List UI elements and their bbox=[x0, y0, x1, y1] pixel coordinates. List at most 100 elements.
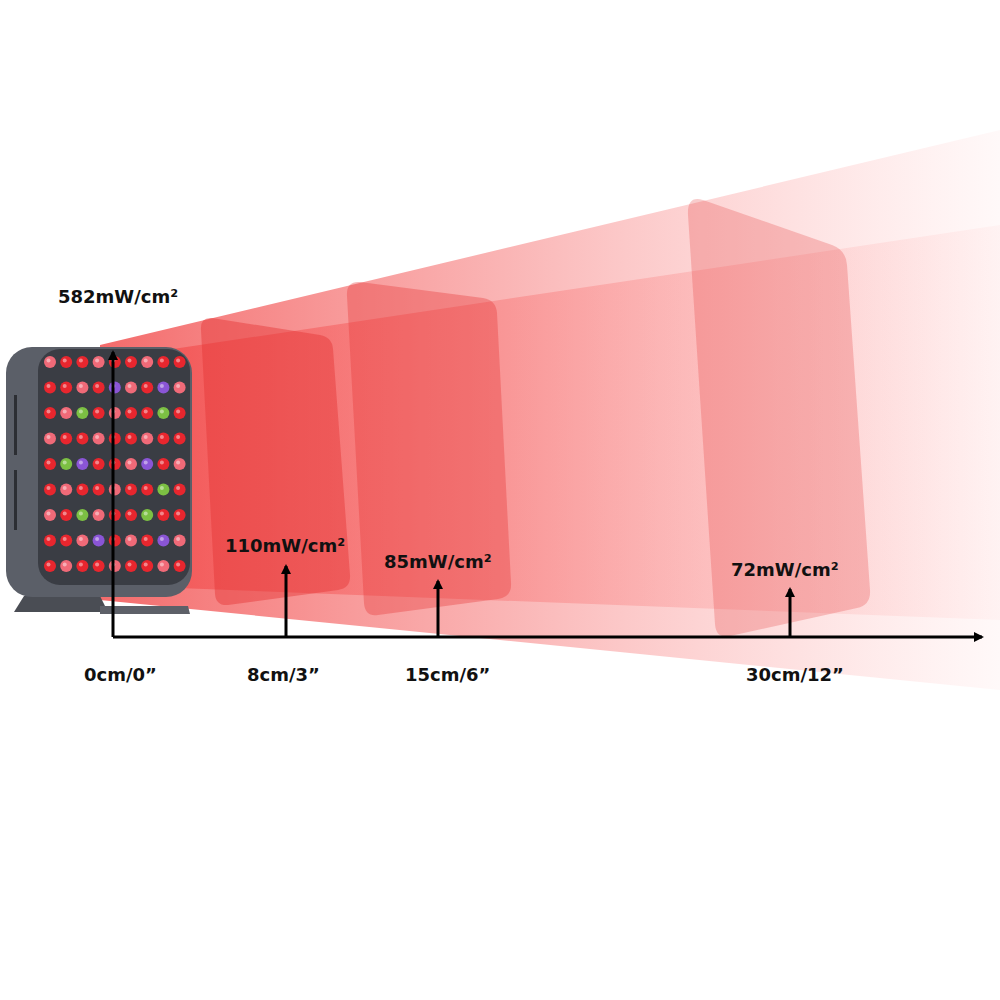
led bbox=[76, 356, 88, 368]
led-highlight bbox=[160, 512, 164, 516]
led bbox=[174, 382, 186, 394]
led-highlight bbox=[176, 537, 180, 541]
led bbox=[93, 484, 105, 496]
led-highlight bbox=[160, 461, 164, 465]
led-highlight bbox=[79, 563, 83, 567]
led-highlight bbox=[63, 384, 67, 388]
led bbox=[125, 382, 137, 394]
led bbox=[141, 509, 153, 521]
led-highlight bbox=[79, 359, 83, 363]
led-highlight bbox=[128, 359, 132, 363]
led bbox=[44, 458, 56, 470]
led-highlight bbox=[176, 435, 180, 439]
led-highlight bbox=[47, 435, 51, 439]
led-highlight bbox=[144, 537, 148, 541]
led bbox=[76, 458, 88, 470]
led-highlight bbox=[95, 384, 99, 388]
led bbox=[93, 509, 105, 521]
led-highlight bbox=[176, 410, 180, 414]
distance-label: 0cm/0” bbox=[84, 664, 157, 686]
led bbox=[44, 535, 56, 547]
led bbox=[60, 484, 72, 496]
led bbox=[157, 458, 169, 470]
led-highlight bbox=[160, 537, 164, 541]
led bbox=[174, 356, 186, 368]
led-highlight bbox=[128, 563, 132, 567]
led bbox=[60, 560, 72, 572]
led bbox=[125, 458, 137, 470]
led-highlight bbox=[95, 537, 99, 541]
led bbox=[93, 535, 105, 547]
led bbox=[157, 560, 169, 572]
led bbox=[141, 407, 153, 419]
led-highlight bbox=[160, 563, 164, 567]
led-highlight bbox=[160, 410, 164, 414]
led-highlight bbox=[176, 461, 180, 465]
led-highlight bbox=[144, 461, 148, 465]
led-highlight bbox=[128, 512, 132, 516]
led bbox=[174, 458, 186, 470]
led bbox=[141, 535, 153, 547]
distance-label: 8cm/3” bbox=[247, 664, 320, 686]
led-highlight bbox=[144, 563, 148, 567]
led bbox=[109, 356, 121, 368]
led bbox=[174, 484, 186, 496]
led-highlight bbox=[144, 435, 148, 439]
led-highlight bbox=[128, 486, 132, 490]
led bbox=[76, 560, 88, 572]
led-highlight bbox=[79, 512, 83, 516]
led-highlight bbox=[47, 563, 51, 567]
led-highlight bbox=[176, 512, 180, 516]
led-highlight bbox=[79, 410, 83, 414]
led-highlight bbox=[47, 410, 51, 414]
device-vent bbox=[14, 470, 17, 530]
led-highlight bbox=[79, 384, 83, 388]
led bbox=[125, 356, 137, 368]
led bbox=[109, 509, 121, 521]
irradiance-value: 72mW/cm² bbox=[731, 559, 839, 581]
led bbox=[44, 509, 56, 521]
led bbox=[76, 484, 88, 496]
led bbox=[157, 535, 169, 547]
irradiance-plane bbox=[347, 282, 511, 615]
led bbox=[141, 458, 153, 470]
led bbox=[125, 484, 137, 496]
led-highlight bbox=[47, 486, 51, 490]
led-highlight bbox=[160, 384, 164, 388]
led-highlight bbox=[63, 486, 67, 490]
device-foot bbox=[14, 596, 108, 612]
led-highlight bbox=[176, 359, 180, 363]
led bbox=[157, 433, 169, 445]
led bbox=[44, 560, 56, 572]
led bbox=[44, 484, 56, 496]
led bbox=[141, 484, 153, 496]
led bbox=[109, 407, 121, 419]
led-highlight bbox=[63, 410, 67, 414]
led-highlight bbox=[144, 512, 148, 516]
led bbox=[93, 407, 105, 419]
led-highlight bbox=[95, 512, 99, 516]
led-highlight bbox=[63, 435, 67, 439]
led-highlight bbox=[63, 461, 67, 465]
led-highlight bbox=[128, 384, 132, 388]
led-highlight bbox=[144, 384, 148, 388]
led-highlight bbox=[128, 435, 132, 439]
led bbox=[93, 433, 105, 445]
led bbox=[44, 382, 56, 394]
led-highlight bbox=[176, 486, 180, 490]
distance-marker bbox=[285, 566, 288, 637]
light-beam bbox=[100, 130, 1000, 690]
led bbox=[60, 509, 72, 521]
led bbox=[44, 407, 56, 419]
device-housing bbox=[6, 347, 192, 597]
distance-marker bbox=[112, 352, 115, 637]
led-highlight bbox=[79, 537, 83, 541]
led bbox=[125, 535, 137, 547]
distance-marker bbox=[789, 589, 792, 637]
led bbox=[60, 407, 72, 419]
led bbox=[93, 458, 105, 470]
irradiance-value: 582mW/cm² bbox=[58, 286, 178, 308]
led bbox=[174, 433, 186, 445]
